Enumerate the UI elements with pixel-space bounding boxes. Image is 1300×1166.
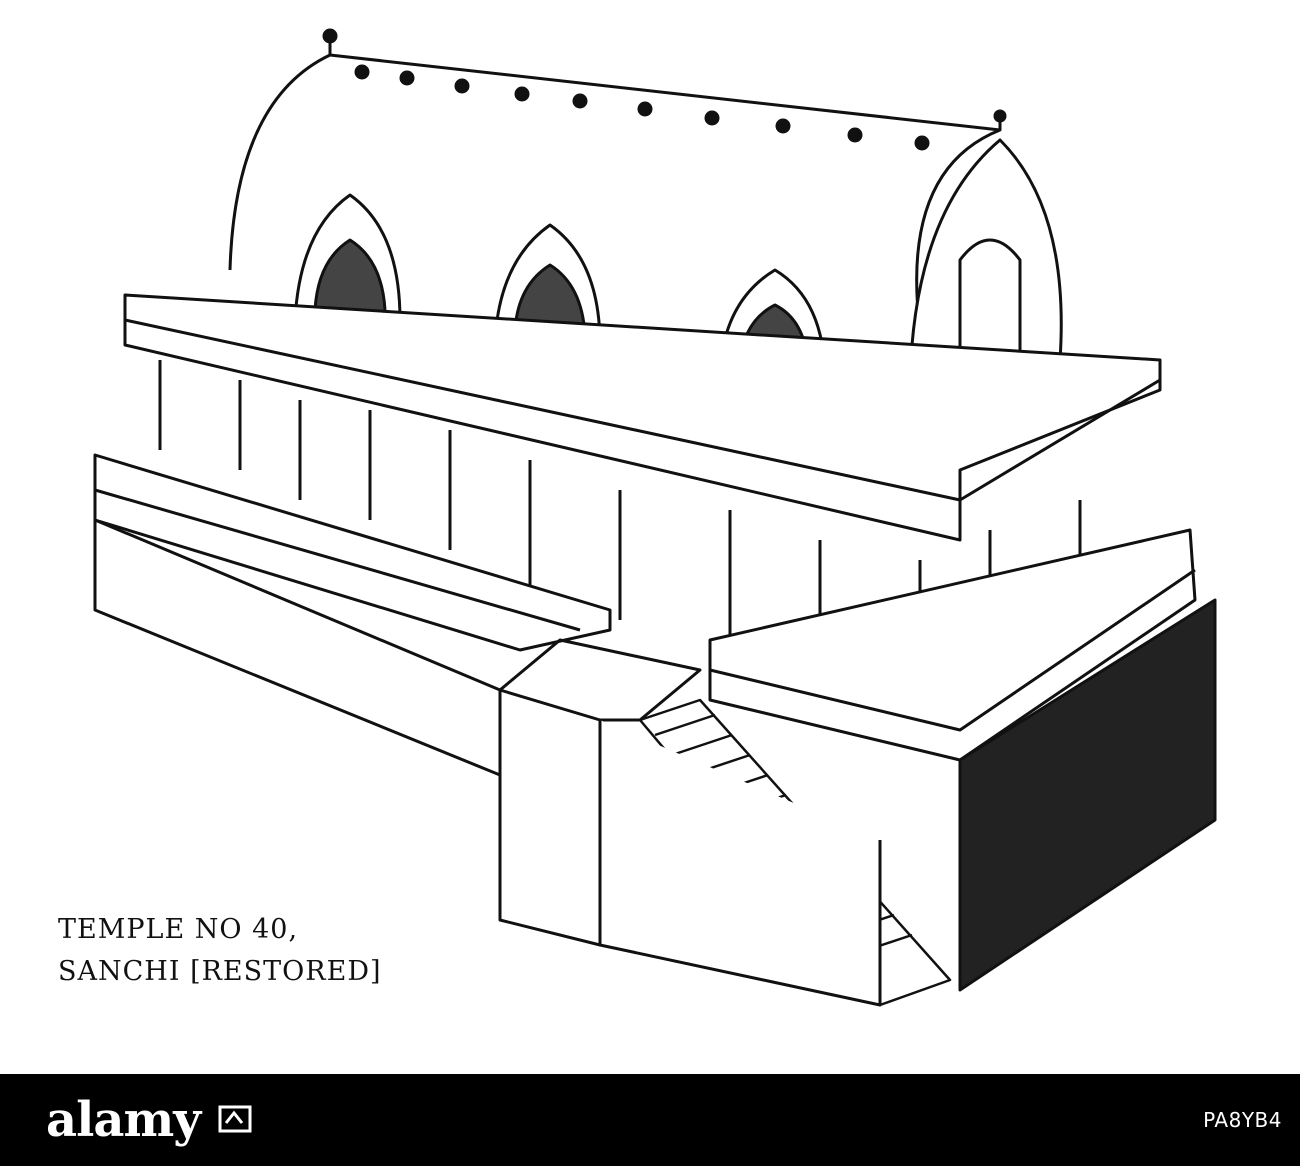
podium-right — [598, 720, 882, 1007]
alamy-logo: alamy — [46, 1092, 201, 1148]
podium-right-side — [958, 598, 1217, 992]
watermark-footer — [0, 1074, 1300, 1166]
caption-line-1: TEMPLE NO 40, — [58, 914, 299, 945]
caption-line-2: SANCHI [RESTORED] — [58, 956, 382, 987]
image-id: PA8YB4 — [1203, 1108, 1282, 1132]
roof-finials — [354, 64, 930, 151]
upper-railing — [123, 293, 1162, 542]
stair-enclosure — [498, 688, 602, 947]
alamy-mark-icon — [218, 1105, 252, 1133]
lower-railing-right — [708, 528, 1197, 762]
illustration-canvas: TEMPLE NO 40, SANCHI [RESTORED] — [58, 28, 1217, 1007]
temple-drawing — [93, 28, 1217, 1007]
